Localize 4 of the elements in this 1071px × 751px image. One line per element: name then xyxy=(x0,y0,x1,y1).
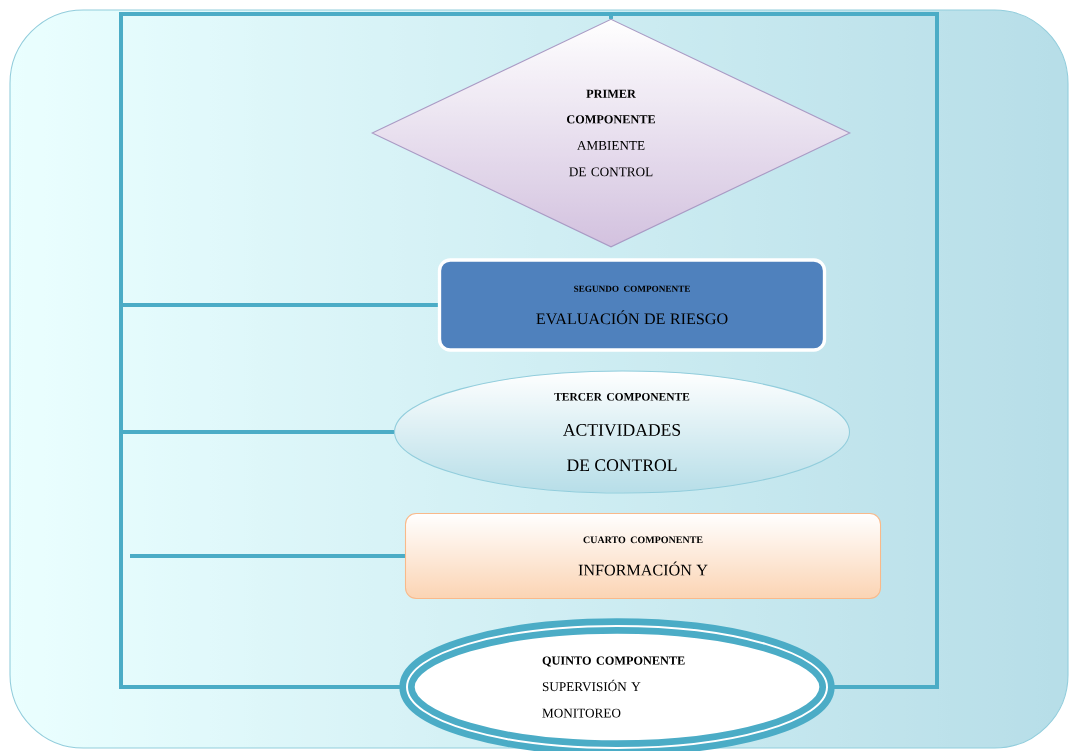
process-box: CUARTO COMPONENTE INFORMACIÓN Y xyxy=(404,512,882,600)
process-box: SEGUNDO COMPONENTE EVALUACIÓN DE RIESGO xyxy=(437,258,827,352)
connector-line xyxy=(609,12,939,689)
connector-line xyxy=(130,554,405,558)
